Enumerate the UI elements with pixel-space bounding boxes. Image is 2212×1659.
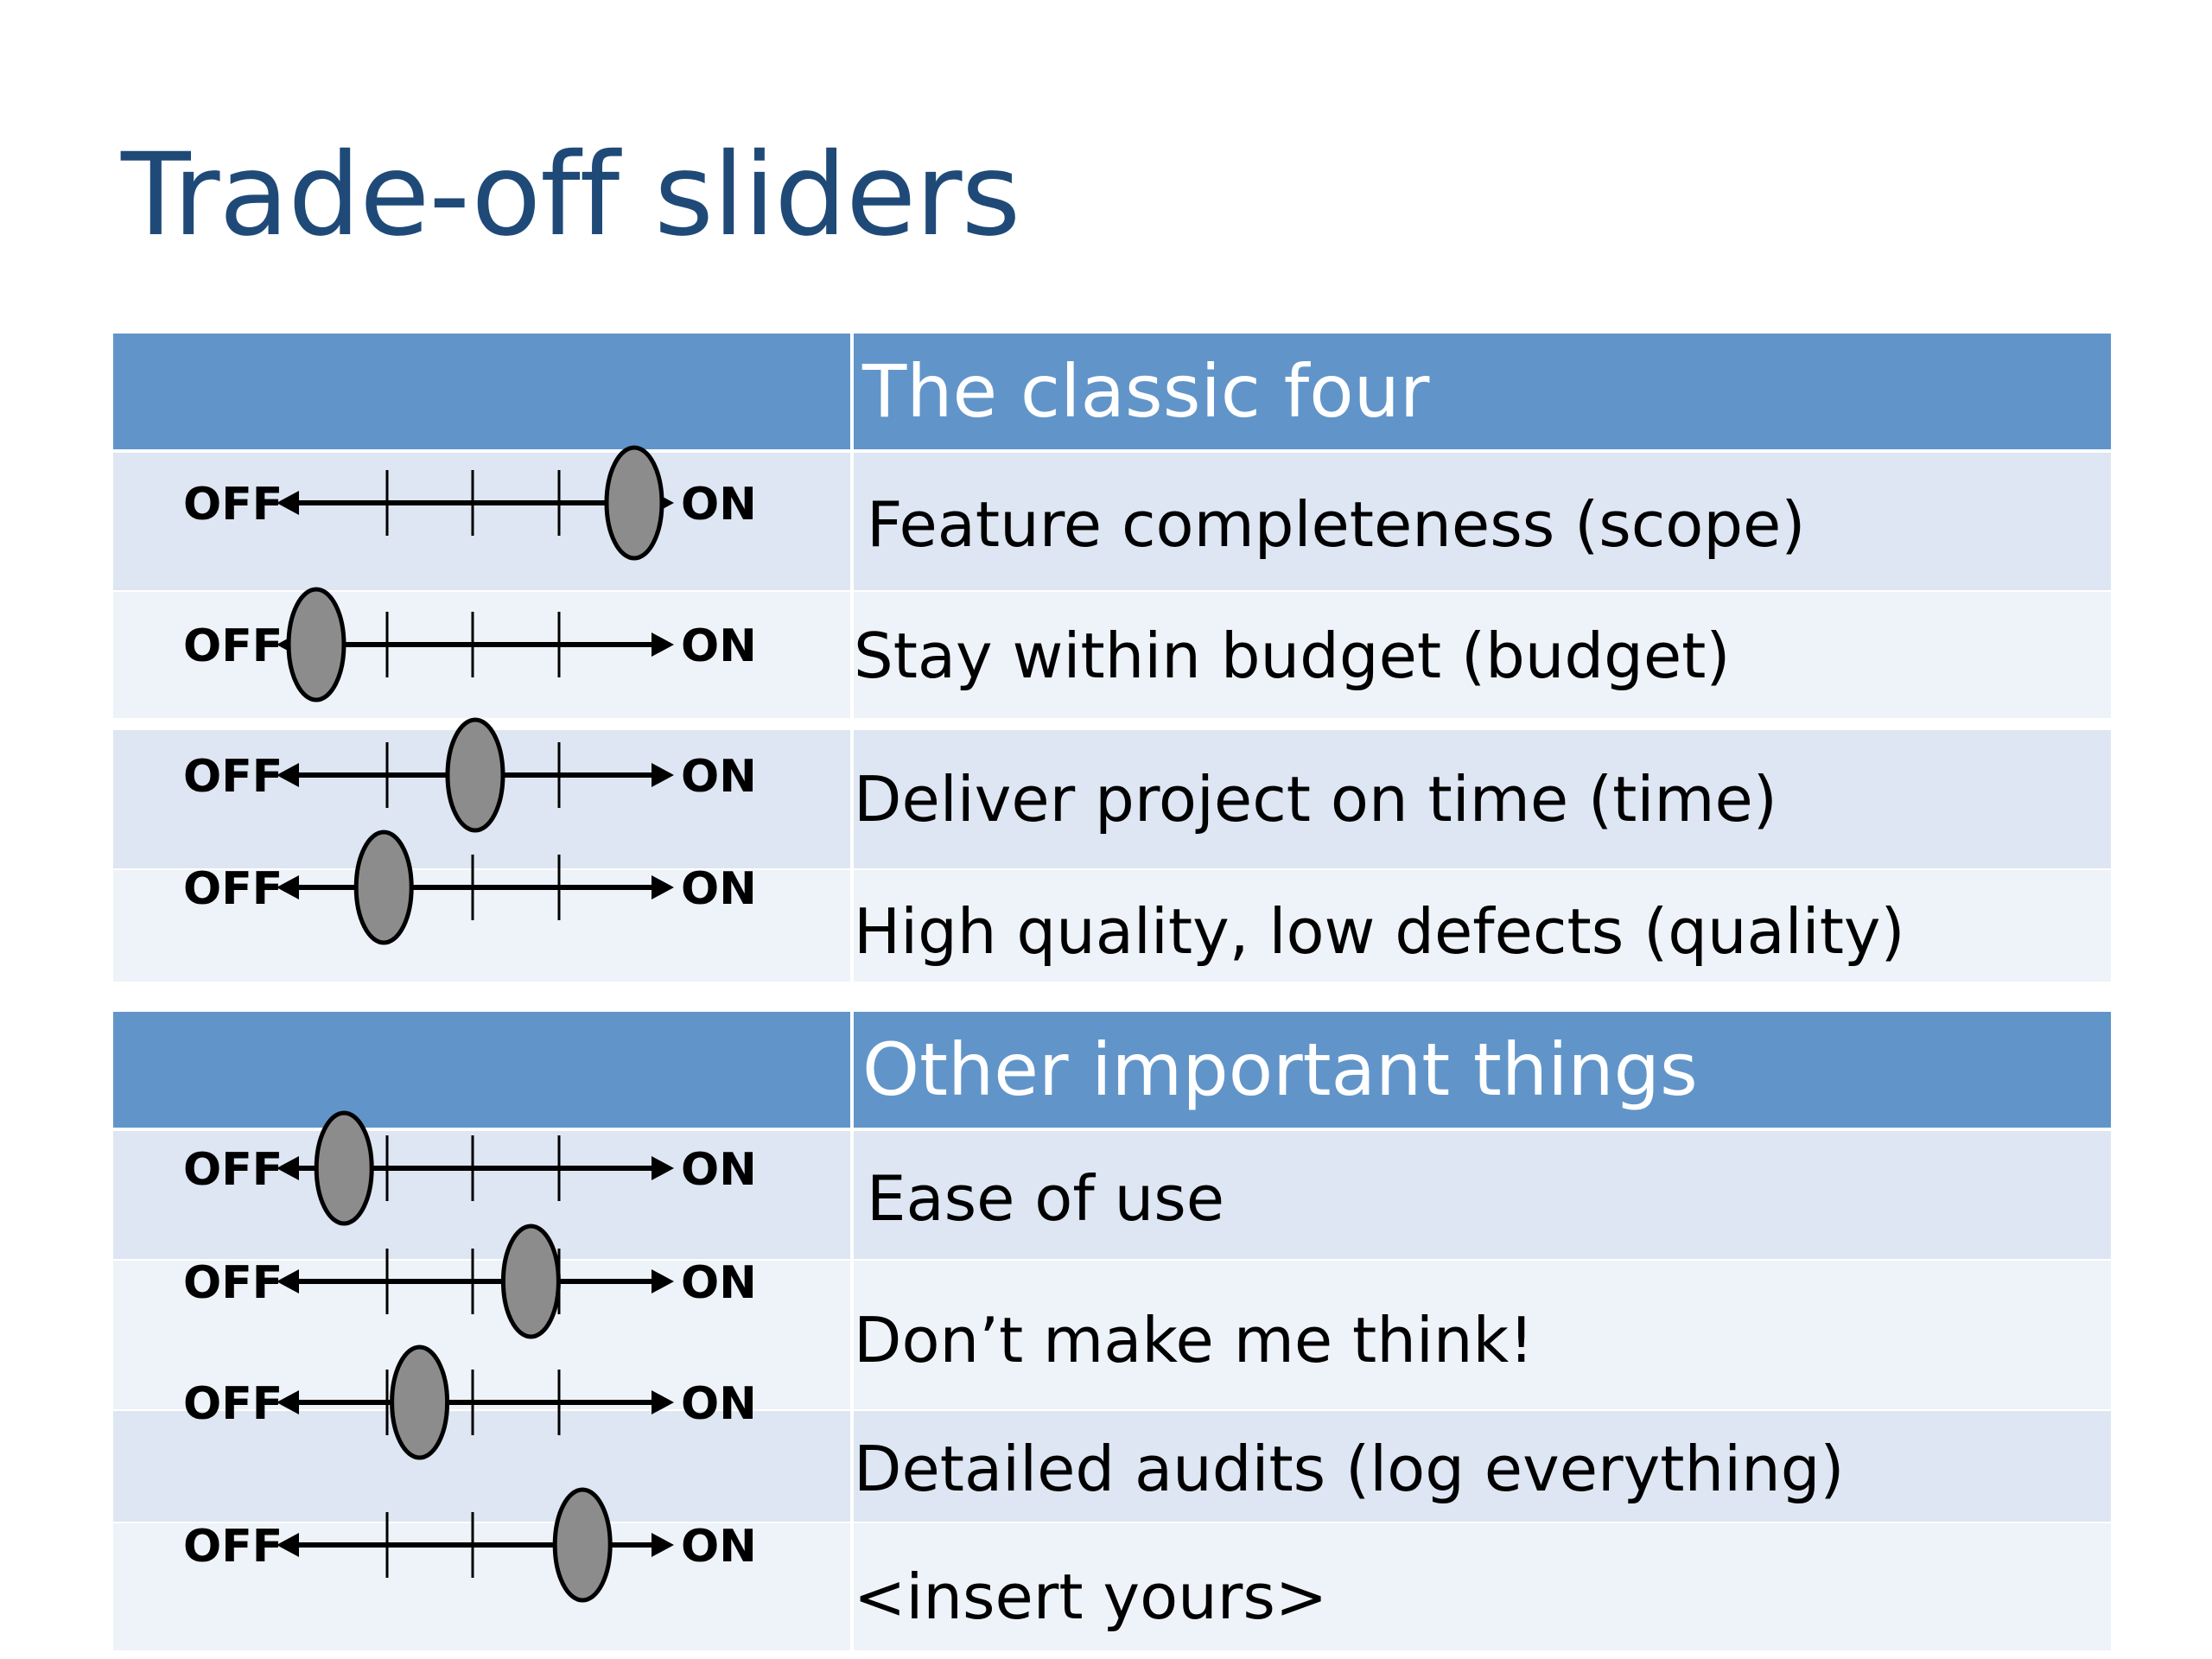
tradeoff-label: High quality, low defects (quality) (854, 894, 1905, 968)
tradeoff-row-budget: Stay within budget (budget) (113, 592, 2111, 718)
slider-knob[interactable] (314, 1110, 374, 1226)
tradeoff-label: <insert yours> (854, 1560, 1328, 1633)
slider-knob[interactable] (604, 445, 664, 561)
arrow-right-icon (652, 1390, 674, 1414)
slide-title: Trade-off sliders (121, 129, 1020, 262)
slider[interactable]: OFF ON (183, 1110, 757, 1226)
slider[interactable]: OFF ON (183, 1344, 757, 1460)
arrow-right-icon (652, 1156, 674, 1180)
arrow-right-icon (652, 1533, 674, 1557)
arrow-left-icon (276, 1390, 299, 1414)
slider-on-label: ON (681, 1521, 757, 1573)
slider-on-label: ON (681, 620, 757, 672)
tradeoff-label: Don’t make me think! (854, 1304, 1535, 1376)
tradeoff-row-scope: Feature completeness (scope) (113, 453, 2111, 590)
arrow-left-icon (276, 875, 299, 899)
slider[interactable]: OFF ON (183, 445, 757, 561)
slider-off-label: OFF (183, 1378, 283, 1430)
arrow-left-icon (276, 491, 299, 515)
slider[interactable]: OFF ON (183, 830, 757, 945)
slider-on-label: ON (681, 1378, 757, 1430)
slider[interactable]: OFF ON (183, 1487, 757, 1603)
slider-off-label: OFF (183, 620, 283, 672)
arrow-left-icon (276, 1156, 299, 1180)
classic-four-table: The classic four Feature completeness (s… (113, 334, 2111, 982)
tradeoff-label: Deliver project on time (time) (854, 763, 1777, 836)
table-header: Other important things (113, 1012, 2111, 1128)
tradeoff-label: Detailed audits (log everything) (854, 1433, 1845, 1505)
slider-knob[interactable] (500, 1224, 561, 1339)
tradeoff-label: Feature completeness (scope) (867, 487, 1806, 561)
slider[interactable]: OFF ON (183, 587, 757, 702)
arrow-right-icon (652, 763, 674, 787)
slider-off-label: OFF (183, 1257, 283, 1309)
slider-knob[interactable] (445, 717, 505, 833)
slider-on-label: ON (681, 1144, 757, 1196)
slider-on-label: ON (681, 751, 757, 803)
slider-knob[interactable] (286, 587, 346, 702)
section-header-other-things: Other important things (862, 1027, 1698, 1112)
tradeoff-row-ease-of-use: Ease of use (113, 1131, 2111, 1259)
slider-off-label: OFF (183, 863, 283, 915)
arrow-right-icon (652, 875, 674, 899)
slider-knob[interactable] (552, 1487, 613, 1603)
arrow-left-icon (276, 1533, 299, 1557)
tradeoff-label: Stay within budget (budget) (854, 620, 1731, 692)
slider-on-label: ON (681, 863, 757, 915)
slider[interactable]: OFF ON (183, 1224, 757, 1339)
section-header-classic-four: The classic four (862, 349, 1430, 434)
arrow-right-icon (652, 632, 674, 657)
slider-on-label: ON (681, 1257, 757, 1309)
slider-off-label: OFF (183, 479, 283, 531)
arrow-left-icon (276, 1269, 299, 1294)
slider-on-label: ON (681, 479, 757, 531)
table-header: The classic four (113, 334, 2111, 449)
slider[interactable]: OFF ON (183, 717, 757, 833)
slider-knob[interactable] (390, 1344, 450, 1460)
arrow-right-icon (652, 1269, 674, 1294)
slider-off-label: OFF (183, 1521, 283, 1573)
slider-off-label: OFF (183, 1144, 283, 1196)
slider-knob[interactable] (353, 830, 414, 945)
tradeoff-label: Ease of use (867, 1162, 1225, 1235)
slider-off-label: OFF (183, 751, 283, 803)
arrow-left-icon (276, 763, 299, 787)
tradeoff-row-audits: Detailed audits (log everything) (113, 1411, 2111, 1522)
tradeoff-row-time: Deliver project on time (time) (113, 730, 2111, 868)
